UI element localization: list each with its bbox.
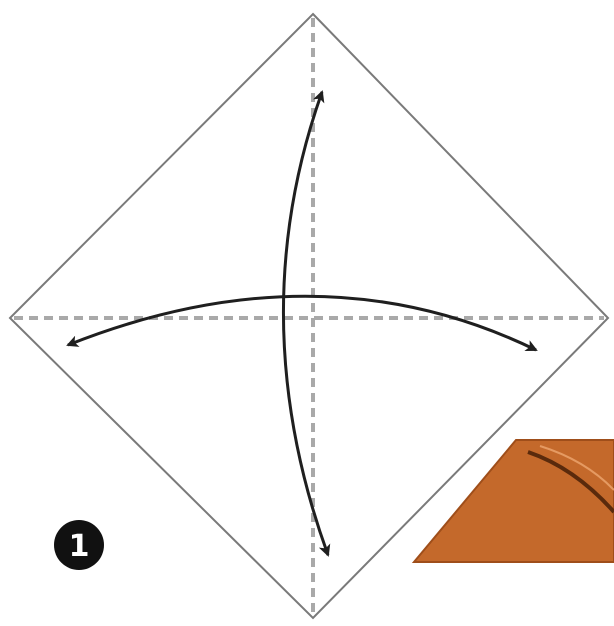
step-number-text: 1 [69,529,90,564]
step-number-badge: 1 [54,520,104,570]
